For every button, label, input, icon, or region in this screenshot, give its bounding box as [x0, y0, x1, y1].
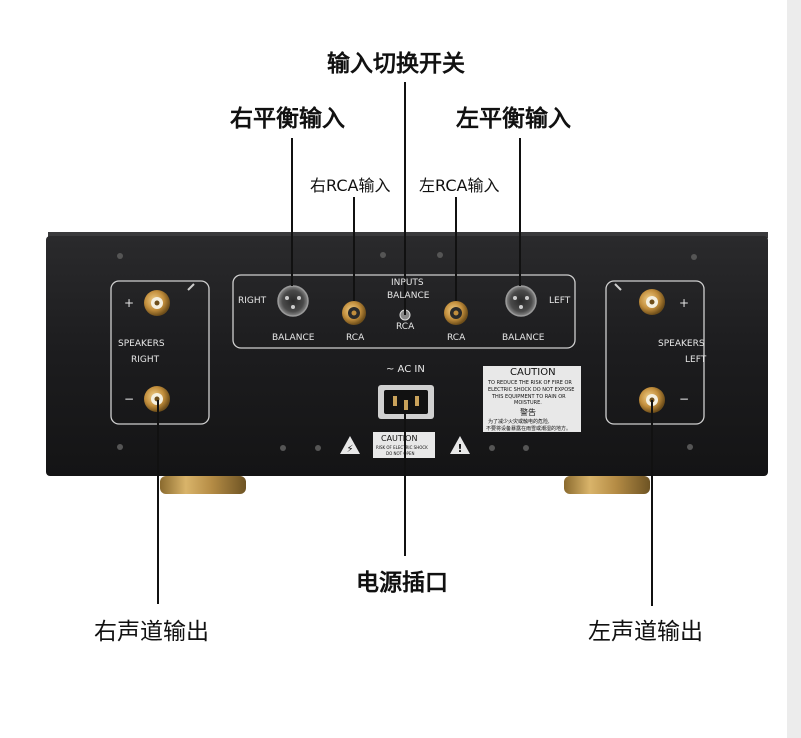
- panel-balance-left: BALANCE: [502, 333, 545, 343]
- panel-balance: BALANCE: [387, 291, 430, 301]
- binding-post-right-minus: [144, 386, 170, 412]
- caution-line-4: MOISTURE.: [514, 400, 542, 406]
- caution-line-3: THIS EQUIPMENT TO RAIN OR: [492, 394, 566, 400]
- svg-text:⚡: ⚡: [346, 444, 353, 455]
- panel-plus-right: +: [124, 296, 135, 310]
- label-right-rca-in: 右RCA输入: [310, 176, 391, 195]
- warning-cn-title: 警告: [520, 408, 536, 417]
- warning-cn-line-1: 为了减少火灾或触电的危险,: [488, 419, 550, 425]
- xlr-right-connector: [277, 285, 309, 317]
- panel-plus-left: +: [679, 296, 690, 310]
- panel-balance-right: BALANCE: [272, 333, 315, 343]
- caution-small-title: CAUTION: [381, 434, 418, 443]
- panel-ac-in: ~ AC IN: [386, 364, 425, 375]
- screws: [117, 252, 697, 451]
- caution-line-2: ELECTRIC SHOCK DO NOT EXPOSE: [488, 387, 575, 393]
- panel-speakers-right: SPEAKERS: [118, 339, 165, 349]
- speaker-box-right-channel: [110, 280, 210, 425]
- ac-inlet: [378, 385, 434, 419]
- label-left-rca-in: 左RCA输入: [419, 176, 500, 195]
- panel-inputs: INPUTS: [391, 278, 424, 288]
- rca-left-connector: [444, 301, 468, 325]
- gold-foot-left: [160, 476, 246, 494]
- panel-left: LEFT: [549, 296, 571, 306]
- panel-rca-left: RCA: [447, 333, 466, 343]
- caution-small-line-2: DO NOT OPEN: [386, 451, 415, 456]
- binding-post-left-plus: [639, 289, 665, 315]
- panel-rca-right: RCA: [346, 333, 365, 343]
- svg-text:!: !: [457, 442, 462, 455]
- rca-right-connector: [342, 301, 366, 325]
- label-right-channel-out: 右声道输出: [94, 619, 209, 645]
- right-edge-bar: [787, 0, 801, 738]
- caution-label-large: [483, 366, 581, 432]
- label-left-channel-out: 左声道输出: [588, 619, 703, 645]
- warning-cn-line-2: 不要将设备暴露在雨雪或潮湿的地方。: [486, 426, 572, 432]
- binding-post-right-plus: [144, 290, 170, 316]
- chassis-top-edge: [48, 232, 768, 238]
- label-left-balance-in: 左平衡输入: [456, 106, 571, 132]
- chassis-body: [46, 236, 768, 476]
- panel-minus-left: −: [679, 392, 690, 406]
- warning-triangle-right: [450, 436, 470, 454]
- panel-right-label: RIGHT: [131, 355, 160, 365]
- label-power-socket: 电源插口: [356, 570, 448, 596]
- caution-title: CAUTION: [510, 367, 556, 378]
- label-input-switch: 输入切换开关: [327, 51, 465, 77]
- panel-right: RIGHT: [238, 296, 267, 306]
- panel-left-label: LEFT: [685, 355, 707, 365]
- gold-foot-right: [564, 476, 650, 494]
- panel-minus-right: −: [124, 392, 135, 406]
- label-right-balance-in: 右平衡输入: [230, 106, 345, 132]
- warning-triangle-left: [340, 436, 360, 454]
- panel-speakers-left: SPEAKERS: [658, 339, 705, 349]
- speaker-box-left-channel: [605, 280, 705, 425]
- caution-small-line-1: RISK OF ELECTRIC SHOCK: [376, 445, 428, 450]
- xlr-left-connector: [505, 285, 537, 317]
- caution-line-1: TO REDUCE THE RISK OF FIRE OR: [488, 380, 572, 386]
- panel-switch-rca: RCA: [396, 322, 415, 332]
